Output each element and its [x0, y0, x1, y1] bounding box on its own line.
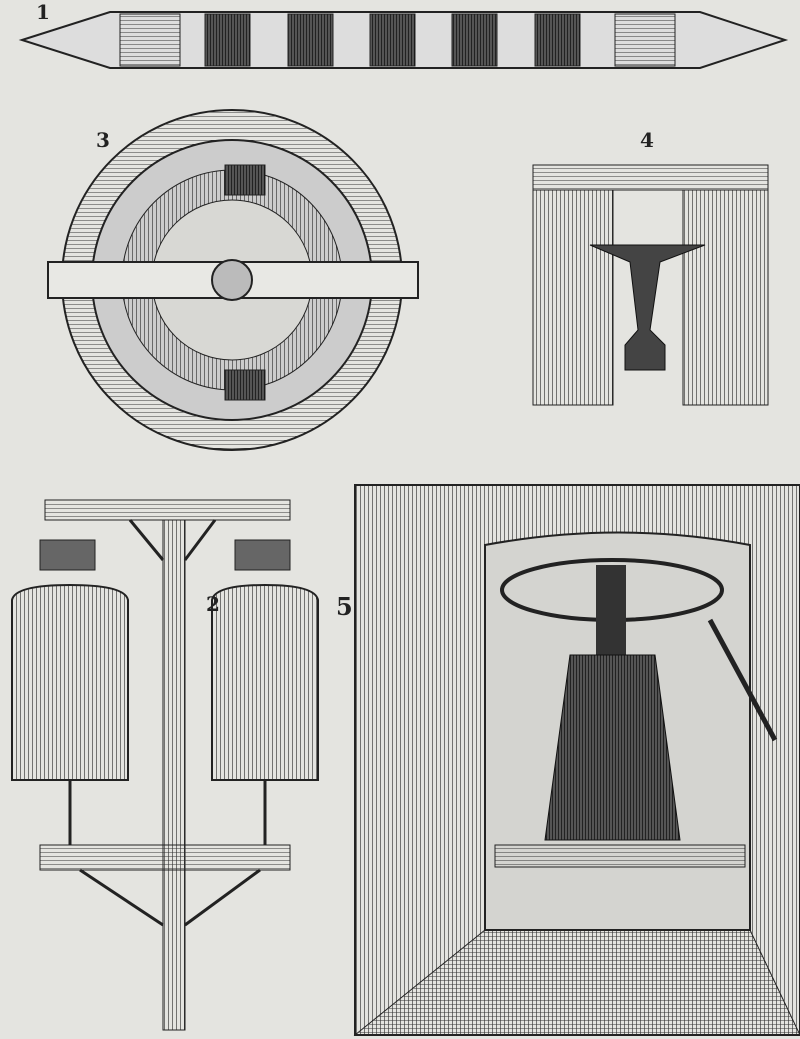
figure-3-wheel [47, 109, 419, 451]
figure-label-5: 5 [336, 592, 353, 621]
figure-label-4: 4 [640, 128, 654, 152]
figure-label-1: 1 [36, 0, 50, 24]
figure-2-suspended-cars [11, 499, 319, 1031]
figure-label-3: 3 [96, 128, 110, 152]
figure-label-2: 2 [206, 592, 220, 616]
figure-5-car-interior [353, 484, 800, 1036]
figure-4-rail-section [532, 164, 769, 406]
figure-1-plan-view [18, 11, 789, 69]
